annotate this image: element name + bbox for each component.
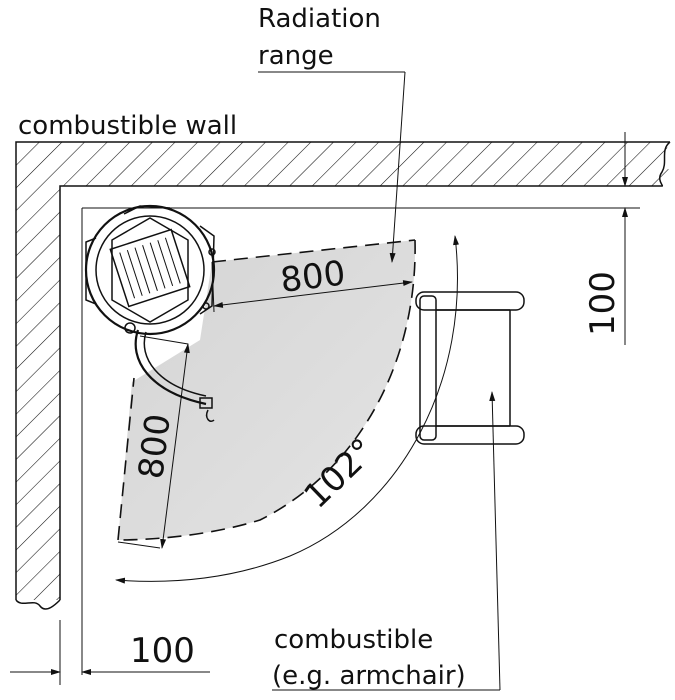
dimension-right-clearance: 100: [583, 132, 640, 345]
armchair-icon: [415, 291, 525, 445]
dim-right-clearance-value: 100: [583, 271, 623, 336]
combustible-wall: [15, 141, 671, 610]
stove-icon: [84, 204, 216, 336]
radiation-range-area: [117, 239, 416, 541]
combustible-label-line1: combustible: [274, 625, 433, 655]
dim-top-range-value: 800: [278, 253, 347, 301]
wall-label: combustible wall: [18, 111, 237, 141]
dimension-bottom-clearance: 100: [10, 620, 210, 685]
radiation-label-line2: range: [258, 41, 334, 71]
combustible-label: combustible (e.g. armchair): [272, 391, 501, 691]
dim-left-range-value: 800: [131, 412, 179, 481]
combustible-label-line2: (e.g. armchair): [272, 661, 466, 691]
dim-bottom-clearance-value: 100: [130, 631, 195, 671]
radiation-range-label: Radiation range: [258, 4, 406, 263]
radiation-label-line1: Radiation: [258, 4, 381, 34]
clearance-lines: [81, 207, 640, 675]
